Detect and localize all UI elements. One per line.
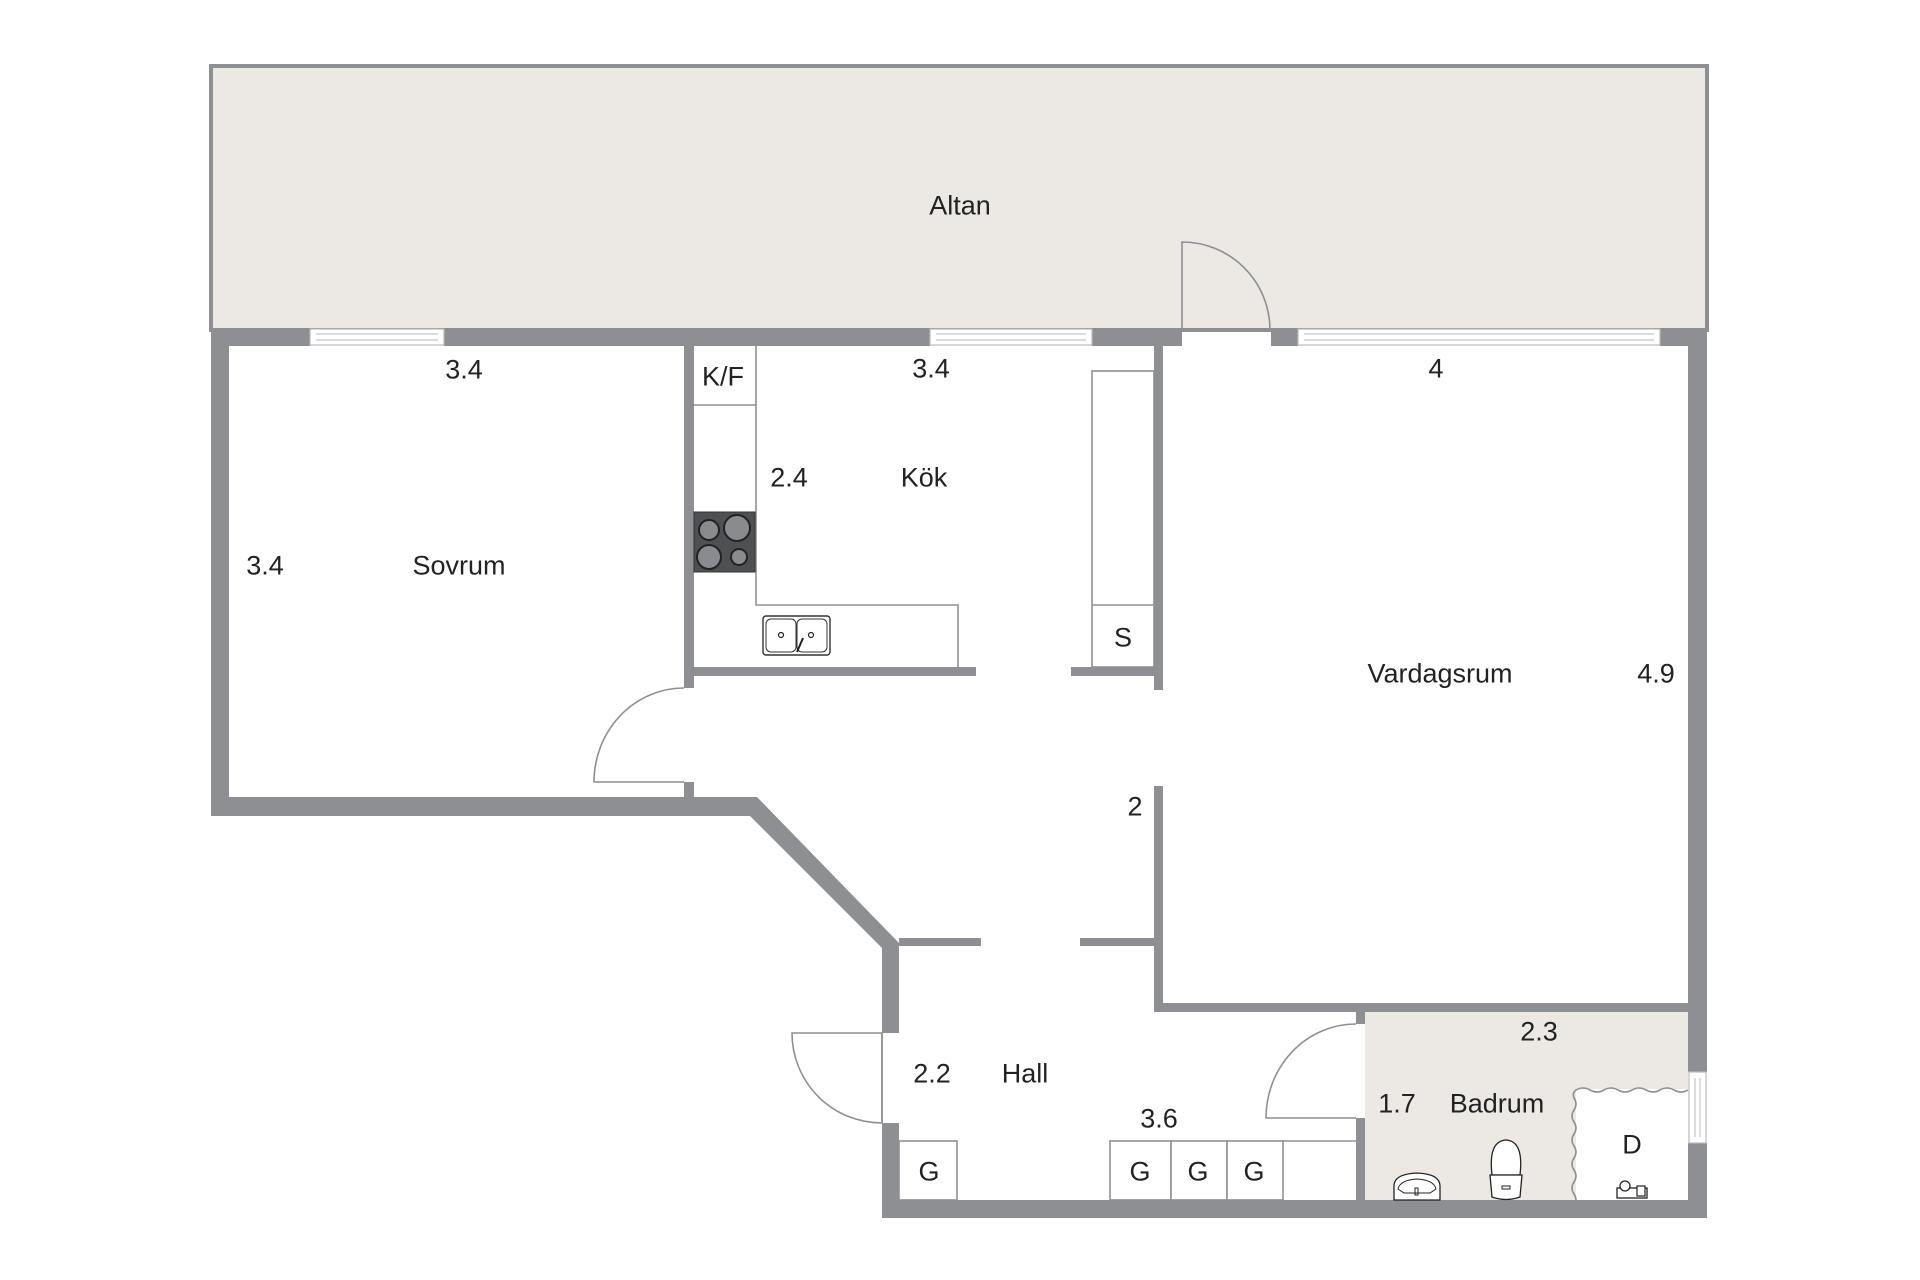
label-hall-wardrobe: G [1243, 1156, 1265, 1187]
shower-area [1576, 1089, 1688, 1200]
doors [593, 241, 1357, 1124]
label-hall-wardrobe: G [918, 1156, 940, 1187]
door-sovrum [593, 687, 685, 783]
shower-mixer-icon [1616, 1180, 1648, 1199]
window-vardagsrum [1297, 328, 1661, 346]
label-passage-width: 2 [1127, 791, 1143, 822]
label-vardagsrum-width: 4 [1428, 353, 1444, 384]
door-entre [791, 1032, 883, 1124]
sink-icon [762, 615, 831, 656]
label-shower: D [1622, 1129, 1642, 1160]
label-badrum: Badrum [1449, 1088, 1545, 1119]
label-kf: K/F [701, 361, 745, 392]
label-hall-wardrobe: G [1187, 1156, 1209, 1187]
room-altan [209, 64, 1709, 332]
label-sovrum-depth: 3.4 [246, 550, 284, 581]
window-badrum [1688, 1071, 1707, 1144]
label-sovrum: Sovrum [412, 550, 506, 581]
label-kok-width: 3.4 [912, 353, 950, 384]
label-s: S [1113, 622, 1133, 653]
door-badrum [1265, 1023, 1357, 1119]
label-badrum-depth: 1.7 [1378, 1088, 1416, 1119]
toilet-icon [1489, 1139, 1523, 1201]
label-hall-wardrobe: G [1129, 1156, 1151, 1187]
label-hall-depth: 2.2 [913, 1058, 951, 1089]
window-sovrum [309, 328, 445, 346]
windows [309, 328, 1707, 1144]
hall-wardrobes [898, 1140, 1356, 1201]
door-altan [1181, 241, 1271, 331]
label-badrum-width: 2.3 [1520, 1016, 1558, 1047]
label-vardagsrum-depth: 4.9 [1637, 658, 1675, 689]
label-kok-depth: 2.4 [770, 462, 808, 493]
label-altan: Altan [929, 190, 991, 221]
stove-icon [693, 511, 756, 573]
label-kok: Kök [900, 462, 948, 493]
label-vardagsrum: Vardagsrum [1367, 658, 1513, 689]
walls [211, 328, 1707, 1218]
label-hall: Hall [1001, 1058, 1049, 1089]
label-hall-width: 3.6 [1140, 1103, 1178, 1134]
window-kok [929, 328, 1093, 346]
label-sovrum-width: 3.4 [445, 354, 483, 385]
shower-curtain [1571, 1087, 1689, 1207]
washbasin-icon [1393, 1172, 1441, 1201]
kitchen-counter [694, 346, 1155, 668]
